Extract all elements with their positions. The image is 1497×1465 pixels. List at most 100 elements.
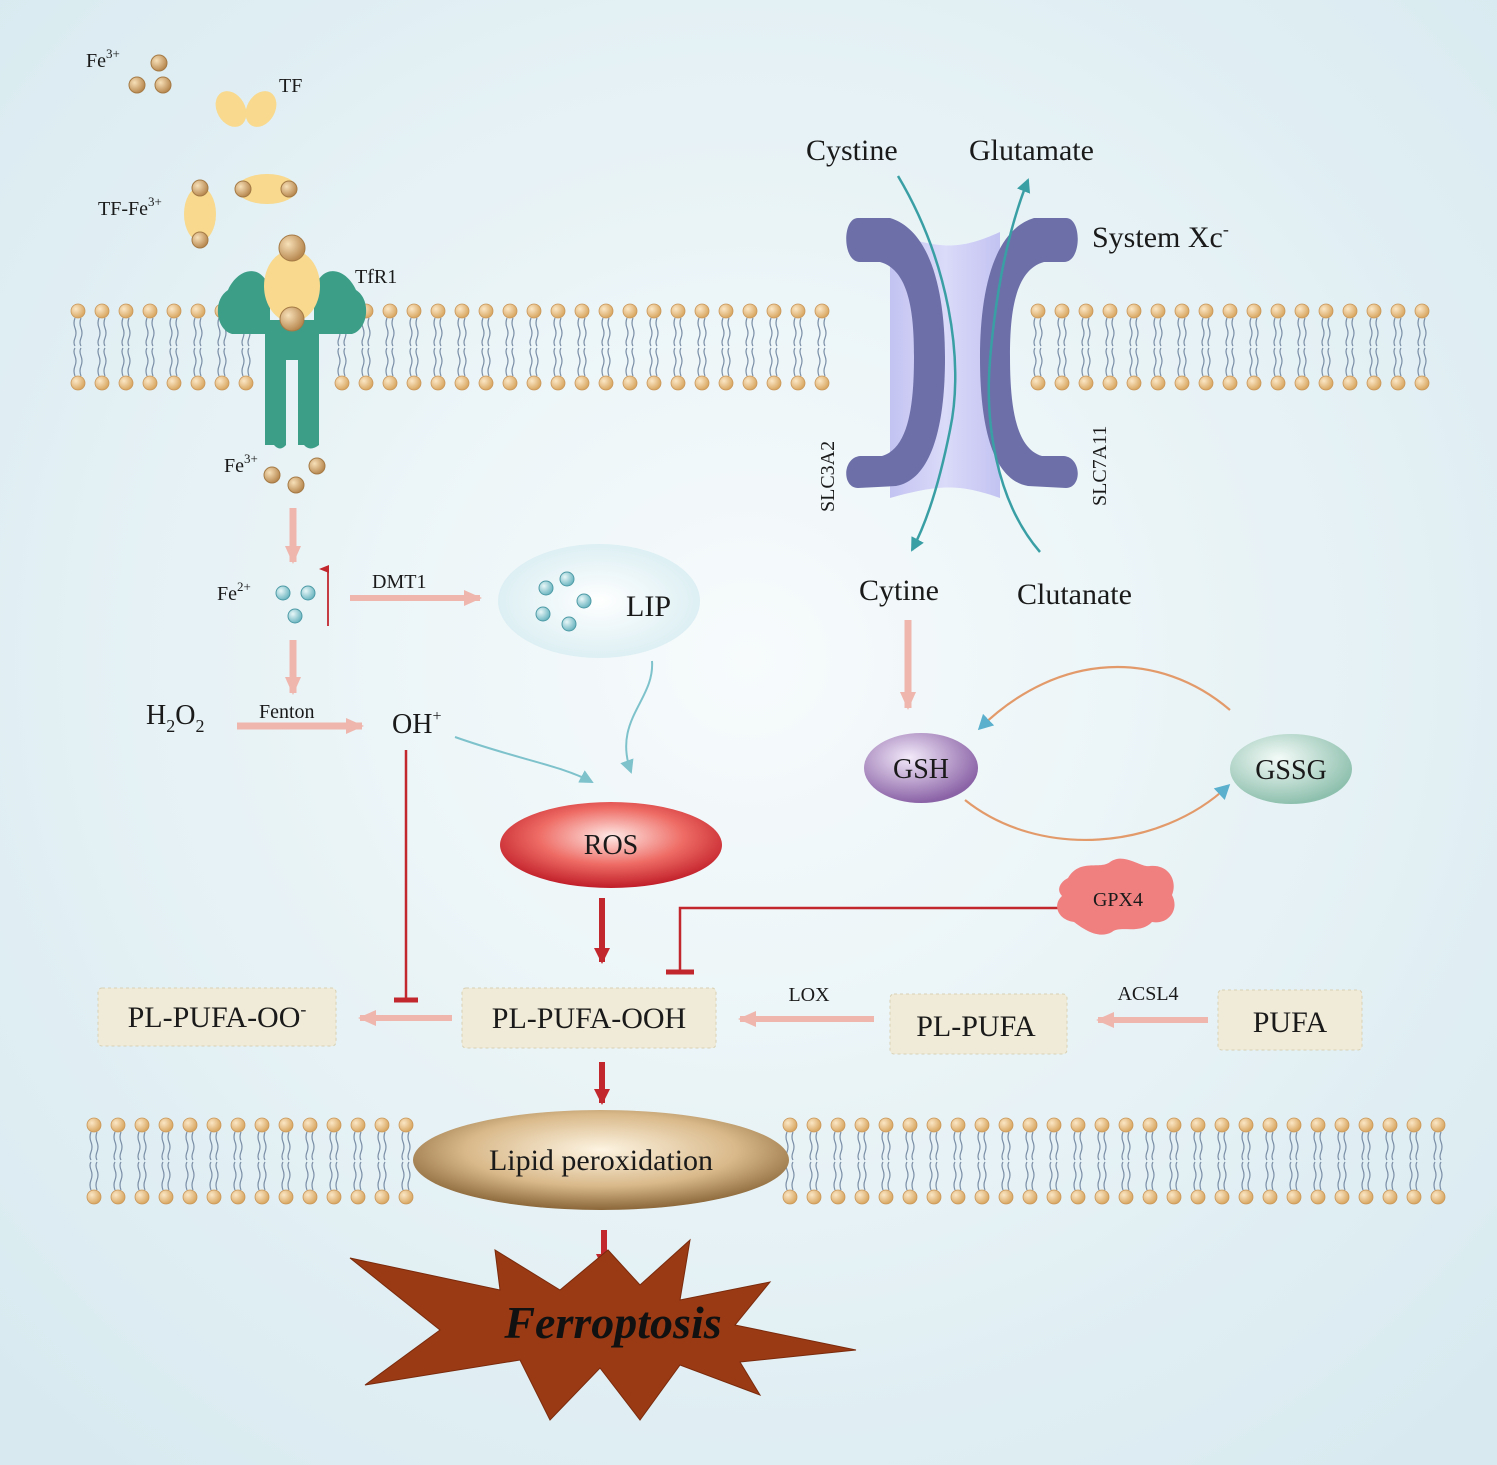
phospholipid: [1102, 303, 1118, 391]
phospholipid: [1294, 303, 1310, 391]
cell-membrane-top: [70, 303, 1430, 391]
phospholipid: [182, 1117, 198, 1205]
ferroptosis-burst: [349, 1238, 857, 1421]
phospholipid: [1094, 1117, 1110, 1205]
phospholipid: [350, 1117, 366, 1205]
phospholipid: [278, 1117, 294, 1205]
ros-node: [500, 802, 722, 888]
phospholipid: [1166, 1117, 1182, 1205]
slc3a2-label: SLC3A2: [817, 441, 839, 512]
phospholipid: [622, 303, 638, 391]
phospholipid: [1190, 1117, 1206, 1205]
phospholipid: [302, 1117, 318, 1205]
clutanate-label: Clutanate: [1017, 578, 1132, 611]
phospholipid: [398, 1117, 414, 1205]
phospholipid: [158, 1117, 174, 1205]
pl-pufa-oo-label: PL-PUFA-OO-: [128, 999, 307, 1034]
arrow-lip-to-ros: [620, 660, 654, 774]
phospholipid: [1262, 1117, 1278, 1205]
pl-pufa-oo-box: [97, 987, 337, 1047]
phospholipid: [598, 303, 614, 391]
cytine-label: Cytine: [859, 574, 939, 607]
phospholipid: [902, 1117, 918, 1205]
phospholipid: [1150, 303, 1166, 391]
fe2-ions: [275, 585, 316, 624]
phospholipid: [1286, 1117, 1302, 1205]
phospholipid: [550, 303, 566, 391]
gpx4-node: [1057, 858, 1175, 935]
lip-label: LIP: [626, 590, 671, 623]
phospholipid: [1126, 303, 1142, 391]
gpx4-label: GPX4: [1093, 889, 1143, 911]
phospholipid: [1022, 1117, 1038, 1205]
phospholipid: [670, 303, 686, 391]
fe3-ions-inside: [263, 457, 326, 494]
phospholipid: [1078, 303, 1094, 391]
phospholipid: [1222, 303, 1238, 391]
cystine-label: Cystine: [806, 134, 898, 167]
system-xc-transporter: [846, 218, 1078, 498]
phospholipid: [1270, 303, 1286, 391]
tf-protein: [215, 91, 277, 127]
phospholipid: [1358, 1117, 1374, 1205]
pl-pufa-box: [889, 993, 1068, 1055]
glutamate-label: Glutamate: [969, 134, 1094, 167]
phospholipid: [1334, 1117, 1350, 1205]
slc7a11-label: SLC7A11: [1089, 426, 1111, 506]
phospholipid: [134, 1117, 150, 1205]
pl-pufa-label: PL-PUFA: [916, 1010, 1036, 1043]
phospholipid: [926, 1117, 942, 1205]
slc3a2-subunit: [846, 218, 945, 488]
phospholipid: [326, 1117, 342, 1205]
pl-pufa-ooh-label: PL-PUFA-OOH: [492, 1002, 686, 1035]
phospholipid: [94, 303, 110, 391]
phospholipid: [878, 1117, 894, 1205]
lip-pool: [498, 544, 700, 658]
phospholipid: [950, 1117, 966, 1205]
inhibit-gpx4-line: [678, 906, 1058, 970]
phospholipid: [1046, 1117, 1062, 1205]
phospholipid: [830, 1117, 846, 1205]
phospholipid: [70, 303, 86, 391]
phospholipid: [206, 1117, 222, 1205]
lipid-peroxidation-node: [413, 1110, 789, 1210]
phospholipid: [790, 303, 806, 391]
arrow-glutamate-out: [987, 178, 1041, 553]
gssg-node: [1230, 734, 1352, 804]
phospholipid: [1030, 303, 1046, 391]
phospholipid: [694, 303, 710, 391]
phospholipid: [718, 303, 734, 391]
cell-membrane-bottom: [86, 1117, 1446, 1205]
arrow-cystine-in: [896, 175, 957, 552]
pl-pufa-ooh-box: [461, 987, 717, 1049]
phospholipid: [166, 303, 182, 391]
fe3-top-label: Fe3+: [86, 46, 120, 72]
arrow-gsh-to-gssg: [964, 783, 1231, 842]
gssg-label: GSSG: [1255, 755, 1327, 786]
tf-fe3-complex: [184, 174, 298, 249]
phospholipid: [430, 303, 446, 391]
phospholipid: [502, 303, 518, 391]
phospholipid: [406, 303, 422, 391]
phospholipid: [854, 1117, 870, 1205]
arrow-oh-to-ros: [454, 736, 594, 783]
phospholipid: [1198, 303, 1214, 391]
phospholipid: [742, 303, 758, 391]
phospholipid: [1118, 1117, 1134, 1205]
phospholipid: [374, 1117, 390, 1205]
gsh-node: [864, 733, 978, 803]
phospholipid: [110, 1117, 126, 1205]
phospholipid: [766, 303, 782, 391]
phospholipid: [1238, 1117, 1254, 1205]
fenton-label: Fenton: [259, 701, 315, 723]
dmt1-label: DMT1: [372, 571, 426, 593]
phospholipid: [1414, 303, 1430, 391]
iron-uptake: Fe3+ TF TF-Fe3+: [86, 46, 700, 1003]
phospholipid: [526, 303, 542, 391]
fe3-ions-top: [128, 54, 172, 94]
phospholipid: [974, 1117, 990, 1205]
phospholipid: [142, 303, 158, 391]
acsl4-label: ACSL4: [1117, 983, 1178, 1005]
